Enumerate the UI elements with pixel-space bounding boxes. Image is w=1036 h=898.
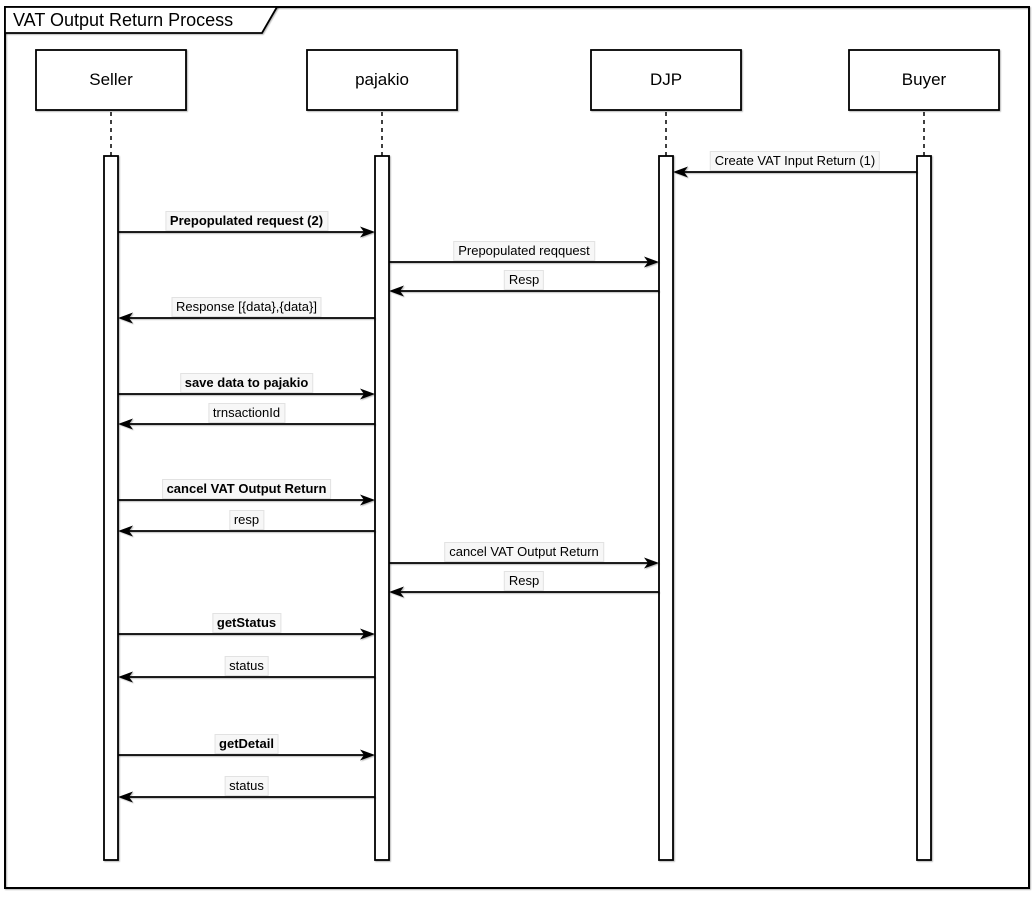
message-arrow — [673, 166, 917, 178]
message-arrowhead — [360, 226, 375, 238]
participant-box-seller — [35, 49, 187, 111]
message-arrow — [118, 388, 375, 400]
message-arrowhead — [360, 388, 375, 400]
message-arrowhead — [389, 586, 404, 598]
participant-djp — [590, 49, 742, 861]
activation-bar-buyer — [916, 155, 932, 861]
message-arrowhead — [118, 671, 133, 683]
activation-bar-seller — [103, 155, 119, 861]
participant-box-djp — [590, 49, 742, 111]
message-arrow — [118, 791, 375, 803]
activation-bar-djp — [658, 155, 674, 861]
message-arrowhead — [118, 791, 133, 803]
message-arrow — [118, 749, 375, 761]
message-arrowhead — [360, 749, 375, 761]
participant-box-pajakio — [306, 49, 458, 111]
message-arrow — [389, 586, 659, 598]
participant-pajakio — [306, 49, 458, 861]
message-arrowhead — [118, 525, 133, 537]
message-arrowhead — [360, 494, 375, 506]
message-arrow — [118, 628, 375, 640]
message-arrowhead — [118, 312, 133, 324]
message-arrow — [118, 418, 375, 430]
message-arrow — [118, 494, 375, 506]
participant-seller — [35, 49, 187, 861]
participant-box-buyer — [848, 49, 1000, 111]
message-arrowhead — [673, 166, 688, 178]
message-arrowhead — [644, 256, 659, 268]
message-arrow — [118, 671, 375, 683]
message-arrow — [389, 256, 659, 268]
message-arrow — [118, 312, 375, 324]
message-arrow — [118, 226, 375, 238]
frame-title-tab — [4, 6, 279, 34]
message-arrowhead — [360, 628, 375, 640]
activation-bar-pajakio — [374, 155, 390, 861]
message-arrow — [389, 285, 659, 297]
message-arrow — [118, 525, 375, 537]
message-arrow — [389, 557, 659, 569]
participant-buyer — [848, 49, 1000, 861]
message-arrowhead — [118, 418, 133, 430]
diagram-frame-border — [4, 6, 1030, 889]
message-arrowhead — [644, 557, 659, 569]
message-arrowhead — [389, 285, 404, 297]
